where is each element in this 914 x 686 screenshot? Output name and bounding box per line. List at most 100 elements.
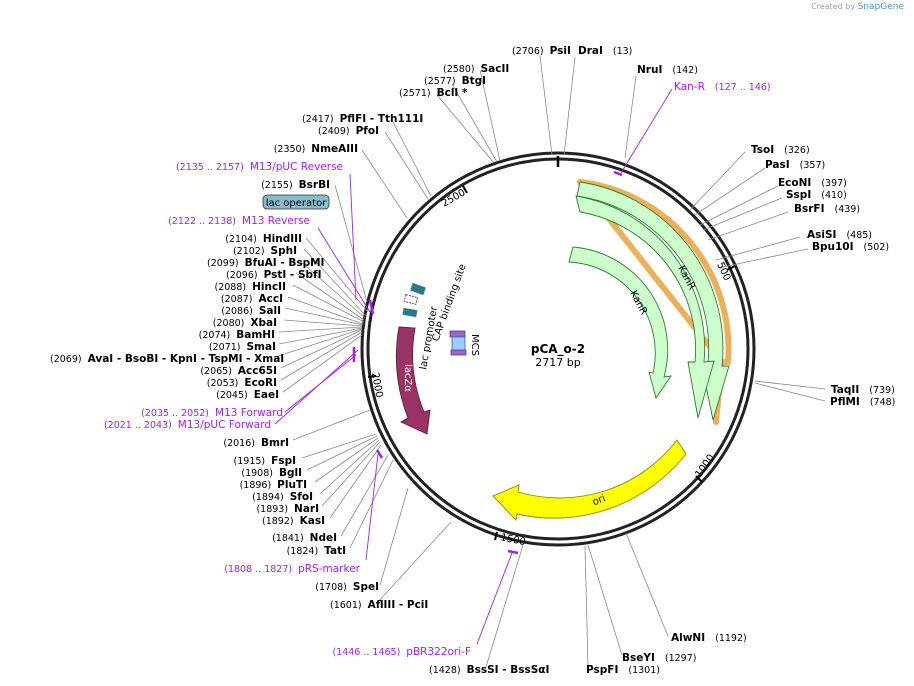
- enzyme-label: (2706)PsiI: [512, 45, 571, 57]
- enzyme-position: (739): [869, 385, 895, 396]
- enzyme-position: (2580): [443, 64, 475, 75]
- enzyme-position: (1428): [429, 665, 461, 676]
- enzyme-name: TatI: [324, 545, 346, 557]
- enzyme-name: BamHI: [236, 329, 275, 341]
- enzyme-name: BtgI: [462, 75, 486, 87]
- lac-operator-box: [403, 293, 419, 306]
- enzyme-name: SpeI: [353, 581, 379, 593]
- primer-mark-pbr322ori-f: [507, 549, 519, 555]
- enzyme-label: PspFI(1301): [586, 664, 660, 676]
- enzyme-name: Bpu10I: [812, 241, 854, 253]
- enzyme-name: EcoNI: [778, 177, 811, 189]
- enzyme-name: SacII: [481, 63, 510, 75]
- enzyme-label: (1893)NarI: [256, 503, 319, 515]
- enzyme-label: (2099)BfuAI - BspMI: [207, 257, 324, 269]
- primer-labels: Kan-R(127 .. 146)(2135 .. 2157)M13/pUC R…: [104, 81, 771, 658]
- enzyme-label: PasI(357): [765, 159, 825, 171]
- cap-binding-site-box: [410, 282, 426, 296]
- enzyme-label: (2571)BclI *: [399, 87, 468, 99]
- enzyme-name: TaqII: [831, 384, 859, 396]
- primer-mark-prs-marker: [375, 449, 384, 459]
- tick-mark-1000: [695, 475, 703, 483]
- enzyme-position: (1824): [287, 546, 319, 557]
- tick-mark-2500: [462, 185, 468, 194]
- enzyme-position: (2069): [50, 354, 82, 365]
- credit-prefix: Created by: [811, 2, 856, 11]
- enzyme-label: (2350)NmeAIII: [274, 143, 358, 155]
- enzyme-position: (2080): [213, 318, 245, 329]
- enzyme-name: PflFI - Tth111I: [340, 113, 424, 125]
- enzyme-name: PflMI: [830, 396, 860, 408]
- enzyme-label: (2409) PfoI: [318, 125, 379, 137]
- enzyme-name: NmeAIII: [311, 143, 358, 155]
- enzyme-name: NarI: [294, 503, 319, 515]
- features: [395, 179, 732, 521]
- enzyme-position: (1601): [330, 600, 362, 611]
- enzyme-label: (2088)HincII: [215, 281, 287, 293]
- enzyme-name: AlwNI: [671, 632, 705, 644]
- enzyme-label: BsrFI(439): [794, 203, 860, 215]
- enzyme-position: (2417): [302, 114, 334, 125]
- enzyme-position: (410): [821, 190, 847, 201]
- enzyme-label: (2065) Acc65I: [200, 365, 277, 377]
- enzyme-name: EaeI: [254, 389, 279, 401]
- enzyme-position: (2053): [207, 378, 239, 389]
- enzyme-name: Acc65I: [238, 365, 277, 377]
- enzyme-name: AccI: [259, 293, 283, 305]
- enzyme-label: EcoNI (397): [778, 177, 847, 189]
- enzyme-position: (2065): [200, 366, 232, 377]
- enzyme-name: AsiSI: [807, 229, 836, 241]
- enzyme-position: (397): [821, 178, 847, 189]
- enzyme-name: SalI: [259, 305, 281, 317]
- enzyme-label: (1896)PluTI: [240, 479, 307, 491]
- enzyme-name: HindIII: [263, 233, 302, 245]
- enzyme-label: (2417) PflFI - Tth111I: [302, 113, 423, 125]
- tick-mark-2000: [367, 375, 377, 378]
- mcs-box-top: [449, 330, 466, 338]
- primer-mark-m13-reverse: [368, 299, 375, 315]
- enzyme-position: (2155): [261, 180, 293, 191]
- enzyme-name: PluTI: [277, 479, 307, 491]
- primer-name: pBR322ori-F: [406, 646, 471, 658]
- enzyme-position: (502): [864, 242, 890, 253]
- enzyme-label: (1824) TatI: [287, 545, 346, 557]
- enzyme-label: (2080)XbaI: [213, 317, 277, 329]
- enzyme-label: AsiSI (485): [807, 229, 872, 241]
- enzyme-label: (2577)BtgI: [424, 75, 486, 87]
- enzyme-position: (485): [846, 230, 872, 241]
- enzyme-name: PfoI: [356, 125, 379, 137]
- primer-name: Kan-R: [674, 81, 705, 93]
- enzyme-position: (1192): [715, 633, 747, 644]
- feature-label-lacz-alpha: lacZα: [402, 364, 413, 392]
- primer-marks: [352, 170, 623, 555]
- enzyme-position: (1301): [628, 665, 660, 676]
- kanr-inner-arrow: [568, 246, 672, 400]
- enzyme-label: (2071)SmaI: [209, 341, 276, 353]
- enzyme-name: PasI: [765, 159, 790, 171]
- enzyme-label: (1601)AflIII - PciI: [330, 599, 428, 611]
- tick-label-500: 500: [714, 261, 732, 283]
- enzyme-position: (142): [672, 65, 698, 76]
- enzyme-name: BsrFI: [794, 203, 825, 215]
- enzyme-position: (2104): [225, 234, 257, 245]
- enzyme-label: (2096)PstI - SbfI: [226, 269, 322, 281]
- enzyme-label: (2104) HindIII: [225, 233, 302, 245]
- enzyme-label: AlwNI (1192): [671, 632, 747, 644]
- enzyme-label: (2074)BamHI: [199, 329, 275, 341]
- enzyme-position: (2409): [318, 126, 350, 137]
- feature-label-lac-operator: lac operator: [266, 198, 327, 209]
- enzyme-name: BfuAI - BspMI: [245, 257, 325, 269]
- primer-leader-lines: [274, 88, 673, 645]
- enzyme-name: BglI: [279, 467, 302, 479]
- enzyme-name: HincII: [252, 281, 286, 293]
- enzyme-label: (1894)SfoI: [252, 491, 313, 503]
- enzyme-name: BclI *: [437, 87, 468, 99]
- enzyme-position: (2087): [221, 294, 253, 305]
- enzyme-label: DraI(13): [578, 45, 632, 57]
- enzyme-label: (2155)BsrBI: [261, 179, 330, 191]
- primer-label: (2021 .. 2043)M13/pUC Forward: [104, 419, 271, 431]
- enzyme-name: SphI: [271, 245, 297, 257]
- enzyme-position: (1915): [234, 456, 266, 467]
